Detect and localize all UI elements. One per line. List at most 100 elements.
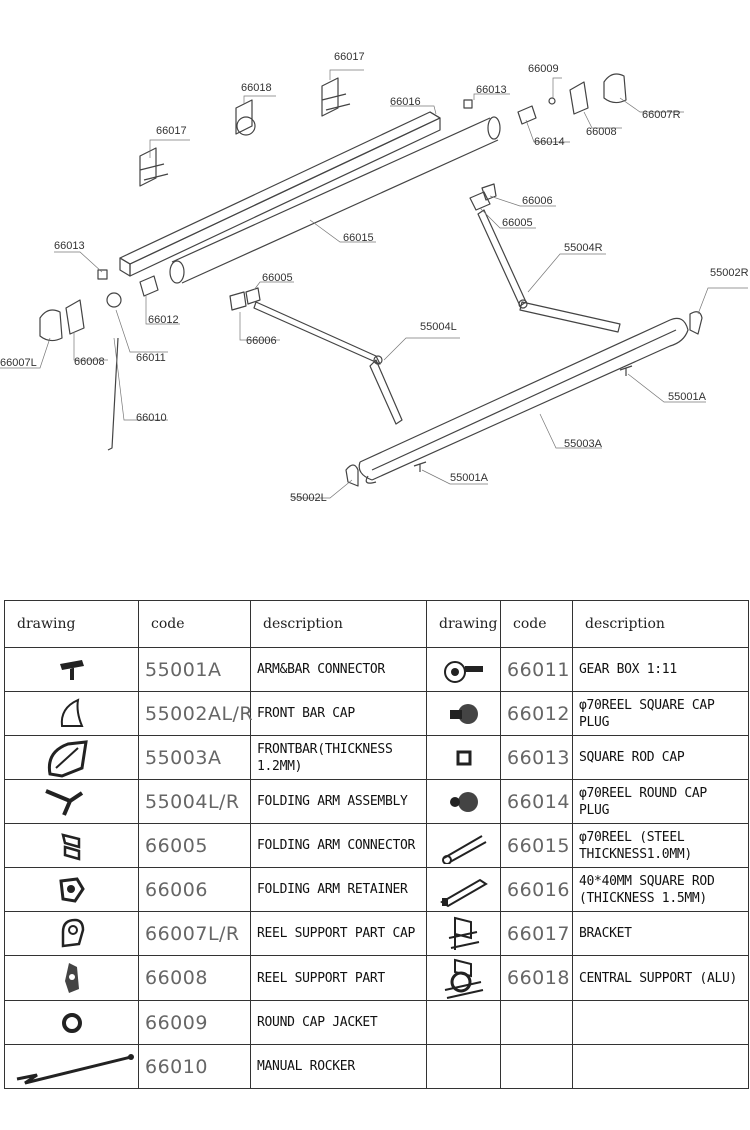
part-code: 66005 bbox=[138, 823, 251, 868]
square-rod-icon bbox=[426, 867, 501, 912]
exploded-parts-diagram: 66017 66018 66016 66013 66009 66008 6600… bbox=[0, 51, 749, 504]
folding-arm-connector-part-right bbox=[469, 191, 491, 211]
part-code: 55002AL/R bbox=[138, 691, 253, 736]
part-code: 66008 bbox=[138, 955, 251, 1001]
part-code: 66013 bbox=[500, 735, 573, 780]
empty-cell bbox=[426, 1044, 501, 1089]
folding-arm-assembly-icon bbox=[4, 779, 139, 824]
manual-rocker-icon bbox=[4, 1044, 139, 1089]
part-description: FOLDING ARM ASSEMBLY bbox=[250, 779, 427, 824]
bracket-part-left bbox=[139, 147, 169, 187]
reel-support-cap-part-right bbox=[603, 73, 627, 104]
empty-cell bbox=[500, 1044, 573, 1089]
part-description: ARM&BAR CONNECTOR bbox=[250, 647, 427, 692]
part-description: CENTRAL SUPPORT (ALU) bbox=[572, 955, 749, 1001]
label-55002R: 55002R bbox=[710, 267, 749, 279]
arm-bar-connector-part-right bbox=[619, 365, 633, 376]
table-row: 55004L/R FOLDING ARM ASSEMBLY 66014 φ70R… bbox=[4, 779, 749, 824]
front-bar-part bbox=[358, 317, 689, 484]
reel-support-part-left bbox=[65, 299, 85, 335]
part-code: 55003A bbox=[138, 735, 251, 780]
table-header-row: drawing code description drawing code de… bbox=[4, 600, 749, 648]
header-code-right: code bbox=[500, 600, 573, 648]
part-code: 66006 bbox=[138, 867, 251, 912]
label-66012: 66012 bbox=[148, 314, 179, 326]
part-code: 55001A bbox=[138, 647, 251, 692]
gear-box-part bbox=[106, 292, 122, 308]
part-description: SQUARE ROD CAP bbox=[572, 735, 749, 780]
round-cap-plug-part bbox=[517, 105, 537, 125]
front-bar-icon bbox=[4, 735, 139, 780]
parts-table: drawing code description drawing code de… bbox=[4, 600, 749, 1089]
part-description: REEL SUPPORT PART bbox=[250, 955, 427, 1001]
label-55003A: 55003A bbox=[564, 438, 603, 450]
arm-bar-connector-icon bbox=[4, 647, 139, 692]
table-row: 66006 FOLDING ARM RETAINER 66016 40*40MM… bbox=[4, 867, 749, 912]
manual-rocker-part bbox=[107, 337, 119, 451]
reel-tube-icon bbox=[426, 823, 501, 868]
label-66018: 66018 bbox=[241, 82, 272, 94]
front-bar-cap-icon bbox=[4, 691, 139, 736]
label-66008-left: 66008 bbox=[74, 356, 105, 368]
table-row: 55002AL/R FRONT BAR CAP 66012 φ70REEL SQ… bbox=[4, 691, 749, 736]
reel-square-cap-plug-part bbox=[139, 275, 159, 297]
left-folding-arm-part bbox=[253, 301, 403, 425]
part-code: 66007L/R bbox=[138, 911, 251, 956]
header-description-left: description bbox=[250, 600, 427, 648]
label-66016: 66016 bbox=[390, 96, 421, 108]
header-drawing-right: drawing bbox=[426, 600, 501, 648]
folding-arm-connector-icon bbox=[4, 823, 139, 868]
folding-arm-connector-part-left bbox=[245, 287, 261, 305]
label-66017-top: 66017 bbox=[334, 51, 365, 63]
front-bar-cap-part-left bbox=[345, 464, 359, 487]
label-66007R: 66007R bbox=[642, 109, 681, 121]
table-row: 55003A FRONTBAR(THICKNESS 1.2MM) 66013 S… bbox=[4, 735, 749, 780]
header-code-left: code bbox=[138, 600, 251, 648]
table-row: 66005 FOLDING ARM CONNECTOR 66015 φ70REE… bbox=[4, 823, 749, 868]
part-code: 66014 bbox=[500, 779, 573, 824]
reel-support-cap-part-left bbox=[39, 309, 63, 342]
square-rod-cap-part-left bbox=[97, 269, 108, 280]
header-description-right: description bbox=[572, 600, 749, 648]
label-66005-right: 66005 bbox=[502, 217, 533, 229]
square-rod-cap-icon bbox=[426, 735, 501, 780]
part-description: ROUND CAP JACKET bbox=[250, 1000, 427, 1045]
central-support-part bbox=[235, 99, 256, 136]
folding-arm-retainer-icon bbox=[4, 867, 139, 912]
square-rod-cap-part-top bbox=[463, 99, 473, 109]
part-description: φ70REEL ROUND CAP PLUG bbox=[572, 779, 749, 824]
reel-support-cap-icon bbox=[4, 911, 139, 956]
table-row: 55001A ARM&BAR CONNECTOR 66011 GEAR BOX … bbox=[4, 647, 749, 692]
label-55004L: 55004L bbox=[420, 321, 457, 333]
central-support-icon bbox=[426, 955, 501, 1001]
part-description: φ70REEL (STEEL THICKNESS1.0MM) bbox=[572, 823, 749, 868]
table-row: 66008 REEL SUPPORT PART 66018 CENTRAL SU… bbox=[4, 955, 749, 1001]
part-description: FOLDING ARM RETAINER bbox=[250, 867, 427, 912]
table-row: 66007L/R REEL SUPPORT PART CAP 66017 BRA… bbox=[4, 911, 749, 956]
label-66006-left: 66006 bbox=[246, 335, 277, 347]
label-66006-right: 66006 bbox=[522, 195, 553, 207]
part-code: 55004L/R bbox=[138, 779, 251, 824]
round-cap-jacket-part bbox=[548, 97, 556, 105]
bracket-icon bbox=[426, 911, 501, 956]
empty-cell bbox=[572, 1044, 749, 1089]
label-66013-top: 66013 bbox=[476, 84, 507, 96]
label-55001A-bottom: 55001A bbox=[450, 472, 489, 484]
label-55001A-right: 55001A bbox=[668, 391, 707, 403]
folding-arm-retainer-part-left bbox=[229, 291, 247, 311]
part-description: BRACKET bbox=[572, 911, 749, 956]
part-code: 66015 bbox=[500, 823, 573, 868]
empty-cell bbox=[500, 1000, 573, 1045]
part-code: 66016 bbox=[500, 867, 573, 912]
label-66008-top: 66008 bbox=[586, 126, 617, 138]
reel-square-cap-plug-icon bbox=[426, 691, 501, 736]
arm-bar-connector-part-bottom bbox=[413, 461, 427, 472]
label-66011: 66011 bbox=[136, 352, 166, 364]
part-description: FRONT BAR CAP bbox=[250, 691, 427, 736]
part-description: MANUAL ROCKER bbox=[250, 1044, 427, 1089]
part-code: 66009 bbox=[138, 1000, 251, 1045]
label-66007L: 66007L bbox=[0, 357, 37, 369]
reel-round-cap-plug-icon bbox=[426, 779, 501, 824]
square-rod-part bbox=[119, 111, 441, 277]
part-code: 66010 bbox=[138, 1044, 251, 1089]
